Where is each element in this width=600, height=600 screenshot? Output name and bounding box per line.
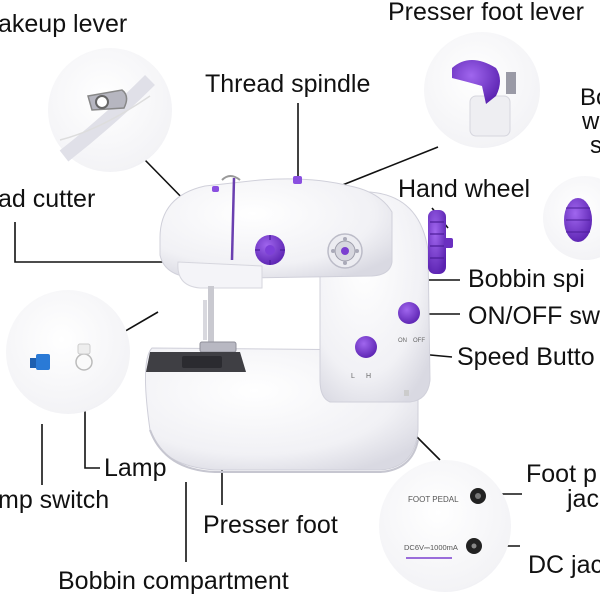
label-takeup-lever: akeup lever bbox=[0, 10, 128, 38]
label-thread-cutter: ad cutter bbox=[0, 185, 96, 213]
label-presser-foot: Presser foot bbox=[203, 511, 338, 539]
label-bobbin-winder-line1: Bo bbox=[580, 84, 600, 111]
label-bobbin-winder-line3: s bbox=[590, 132, 600, 159]
speed-button bbox=[355, 336, 377, 358]
label-bobbin-spindle: Bobbin spi bbox=[468, 265, 585, 293]
label-lamp: Lamp bbox=[104, 454, 167, 482]
off-mark: OFF bbox=[413, 338, 425, 344]
jack-panel-detail: FOOT PEDAL DC6V⎓1000mA bbox=[379, 460, 511, 592]
label-lamp-switch: mp switch bbox=[0, 486, 110, 514]
label-speed-button: Speed Butto bbox=[457, 343, 595, 371]
label-presser-foot-lever: Presser foot lever bbox=[388, 0, 584, 26]
takeup-lever-detail bbox=[48, 48, 172, 172]
presser-foot-part bbox=[199, 341, 237, 353]
label-bobbin-winder-line2: w bbox=[582, 108, 600, 135]
speed-low-mark: L bbox=[351, 373, 355, 380]
label-foot-pedal-jack-line2: jac bbox=[567, 485, 599, 513]
sewing-machine-image: ON OFF L H bbox=[145, 175, 453, 473]
lamp-detail bbox=[6, 290, 130, 414]
label-hand-wheel: Hand wheel bbox=[398, 175, 531, 203]
presser-foot-lever-detail bbox=[424, 32, 540, 148]
foot-pedal-print: FOOT PEDAL bbox=[408, 495, 459, 504]
on-mark: ON bbox=[398, 338, 407, 344]
dc-rating-print: DC6V⎓1000mA bbox=[404, 543, 458, 552]
bobbin-winder-detail bbox=[543, 176, 600, 260]
on-off-switch bbox=[398, 302, 420, 324]
speed-high-mark: H bbox=[366, 373, 371, 380]
label-foot-pedal-jack-line1: Foot p bbox=[526, 460, 597, 488]
hand-wheel bbox=[428, 210, 446, 274]
label-dc-jack: DC jac bbox=[528, 551, 600, 579]
label-bobbin-compartment: Bobbin compartment bbox=[58, 567, 289, 595]
label-thread-spindle: Thread spindle bbox=[205, 70, 371, 98]
label-on-off-switch: ON/OFF sw bbox=[468, 302, 600, 330]
